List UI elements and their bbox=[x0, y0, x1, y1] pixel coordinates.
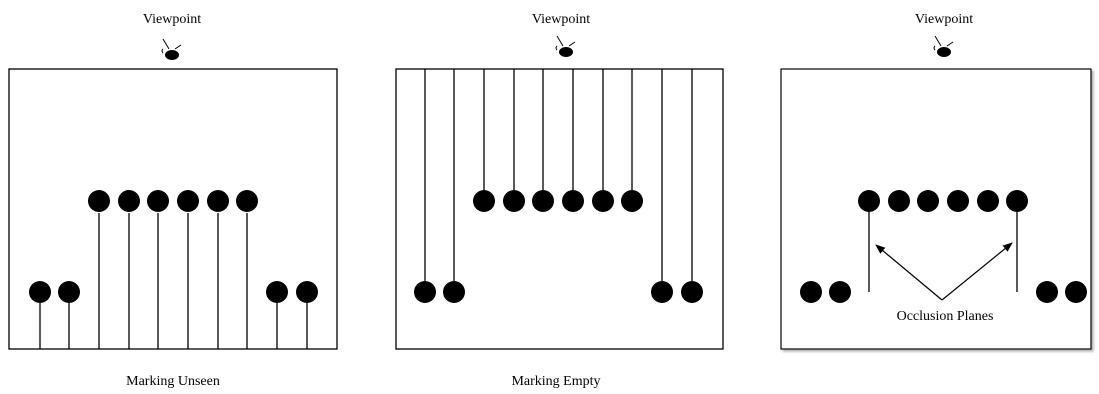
object-dot bbox=[88, 190, 110, 212]
object-dot bbox=[681, 281, 703, 303]
object-dot bbox=[917, 190, 939, 212]
object-dot bbox=[266, 281, 288, 303]
object-dot bbox=[829, 281, 851, 303]
occlusion-plane-lines bbox=[868, 212, 1018, 292]
occlusion-arrows bbox=[875, 242, 1013, 301]
object-dot bbox=[207, 190, 229, 212]
empty-rays bbox=[424, 69, 693, 281]
occlusion-planes-label: Occlusion Planes bbox=[897, 309, 994, 324]
object-dot bbox=[1065, 281, 1087, 303]
object-dot bbox=[58, 281, 80, 303]
objects bbox=[800, 190, 1087, 303]
object-dot bbox=[147, 190, 169, 212]
object-dot bbox=[503, 190, 525, 212]
objects bbox=[414, 190, 703, 303]
object-dot bbox=[236, 190, 258, 212]
object-dot bbox=[443, 281, 465, 303]
unseen-rays bbox=[39, 213, 308, 349]
object-dot bbox=[621, 190, 643, 212]
objects bbox=[29, 190, 318, 303]
object-dot bbox=[947, 190, 969, 212]
scene-frame bbox=[780, 68, 1092, 350]
viewpoint-label: Viewpoint bbox=[915, 12, 973, 27]
scene-frame bbox=[395, 68, 724, 350]
scene-frame bbox=[8, 68, 338, 350]
panel-caption: Marking Empty bbox=[511, 374, 600, 389]
object-dot bbox=[977, 190, 999, 212]
object-dot bbox=[29, 281, 51, 303]
object-dot bbox=[562, 190, 584, 212]
object-dot bbox=[473, 190, 495, 212]
object-dot bbox=[800, 281, 822, 303]
viewpoint-label: Viewpoint bbox=[143, 12, 201, 27]
object-dot bbox=[177, 190, 199, 212]
object-dot bbox=[118, 190, 140, 212]
eye-icon bbox=[161, 38, 182, 60]
eye-icon bbox=[933, 35, 954, 57]
arrow-right bbox=[941, 242, 1013, 301]
eye-icon bbox=[555, 35, 576, 57]
object-dot bbox=[1036, 281, 1058, 303]
object-dot bbox=[414, 281, 436, 303]
object-dot bbox=[858, 190, 880, 212]
object-dot bbox=[651, 281, 673, 303]
viewpoint-label: Viewpoint bbox=[532, 12, 590, 27]
panel-caption: Marking Unseen bbox=[126, 374, 220, 389]
object-dot bbox=[1006, 190, 1028, 212]
panel-marking-unseen: Viewpoint bbox=[8, 12, 338, 389]
object-dot bbox=[888, 190, 910, 212]
object-dot bbox=[532, 190, 554, 212]
panel-occlusion-planes: Viewpoint Occlusion Plane bbox=[780, 12, 1092, 350]
object-dot bbox=[592, 190, 614, 212]
arrow-left bbox=[875, 244, 943, 301]
object-dot bbox=[296, 281, 318, 303]
panel-marking-empty: Viewpoint bbox=[395, 12, 724, 389]
